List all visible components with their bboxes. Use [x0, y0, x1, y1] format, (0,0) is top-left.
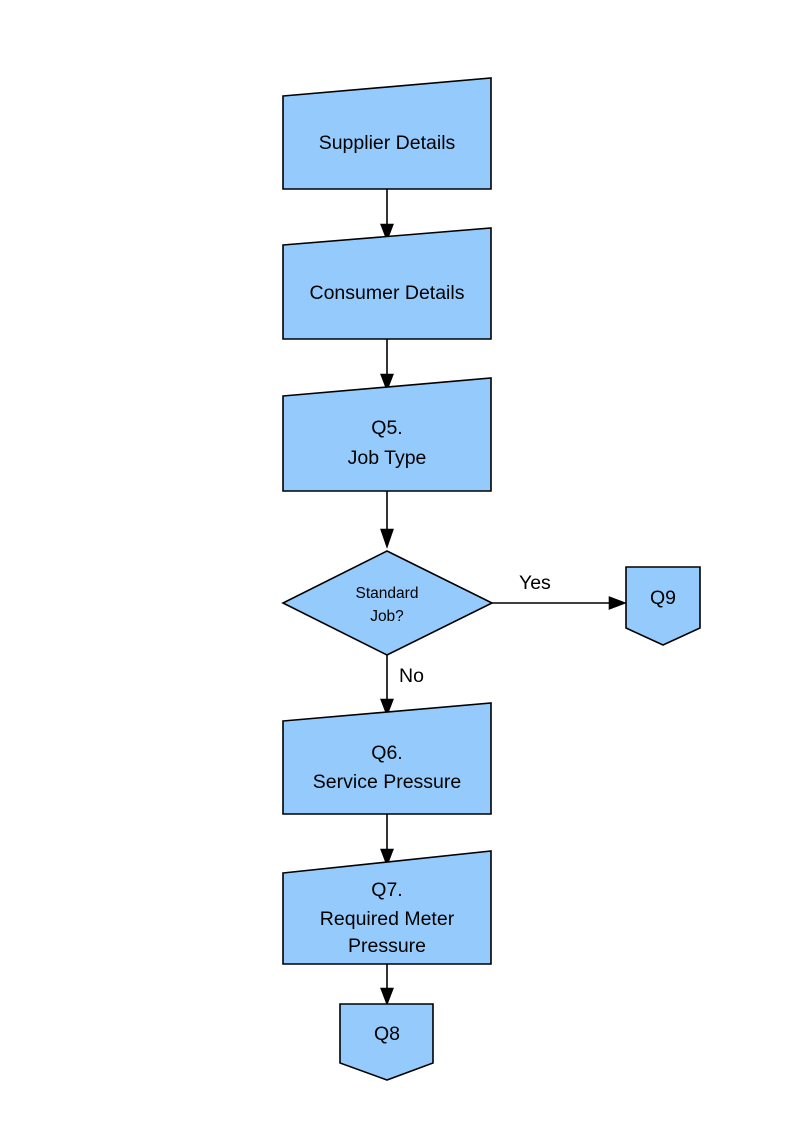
q7-required-meter-pressure-label-line1: Q7. [371, 879, 402, 901]
arrow-head-icon [608, 596, 627, 610]
q5-job-type-shape[interactable] [282, 377, 492, 492]
arrow-head-icon [380, 987, 394, 1006]
consumer-details-label: Consumer Details [310, 282, 465, 304]
edge-label-no: No [399, 665, 424, 687]
q6-service-pressure-label-line2: Service Pressure [313, 771, 461, 793]
node-supplier-details[interactable]: Supplier Details [282, 77, 492, 190]
q7-required-meter-pressure-label-line2: Required Meter [320, 908, 455, 930]
q5-job-type-label-line1: Q5. [371, 417, 402, 439]
q8-shape[interactable] [339, 1003, 434, 1081]
arrow-head-icon [380, 848, 394, 867]
node-q9[interactable]: Q9 [625, 566, 701, 646]
q9-shape[interactable] [625, 566, 701, 646]
connector-q6-to-q7 [380, 814, 394, 867]
node-consumer-details[interactable]: Consumer Details [282, 227, 492, 340]
node-q7-required-meter-pressure[interactable]: Q7. Required Meter Pressure [282, 850, 492, 965]
connector-decision-to-q9 [492, 596, 627, 610]
arrow-head-icon [380, 223, 394, 242]
supplier-details-shape[interactable] [282, 77, 492, 190]
standard-job-decision-shape[interactable] [281, 550, 494, 656]
node-standard-job-decision[interactable]: Standard Job? [281, 550, 494, 656]
q7-required-meter-pressure-shape[interactable] [282, 850, 492, 965]
node-q8[interactable]: Q8 [339, 1003, 434, 1081]
arrow-head-icon [380, 373, 394, 392]
q7-required-meter-pressure-label-line3: Pressure [348, 935, 426, 957]
arrow-head-icon [380, 698, 394, 717]
arrow-head-icon [380, 528, 394, 549]
q6-service-pressure-shape[interactable] [282, 702, 492, 815]
connector-q7-to-q8 [380, 964, 394, 1006]
connector-consumer-to-q5 [380, 339, 394, 392]
node-q6-service-pressure[interactable]: Q6. Service Pressure [282, 702, 492, 815]
q5-job-type-label-line2: Job Type [348, 447, 427, 469]
connector-supplier-to-consumer [380, 189, 394, 242]
standard-job-decision-label-line2: Job? [370, 608, 404, 625]
supplier-details-label: Supplier Details [319, 132, 456, 154]
q8-label: Q8 [374, 1023, 400, 1045]
q9-label: Q9 [650, 587, 676, 609]
connector-decision-to-q6 [380, 655, 394, 717]
connector-q5-to-decision [380, 491, 394, 549]
q6-service-pressure-label-line1: Q6. [371, 742, 402, 764]
consumer-details-shape[interactable] [282, 227, 492, 340]
standard-job-decision-label-line1: Standard [356, 585, 419, 602]
node-q5-job-type[interactable]: Q5. Job Type [282, 377, 492, 492]
edge-label-yes: Yes [519, 572, 551, 594]
